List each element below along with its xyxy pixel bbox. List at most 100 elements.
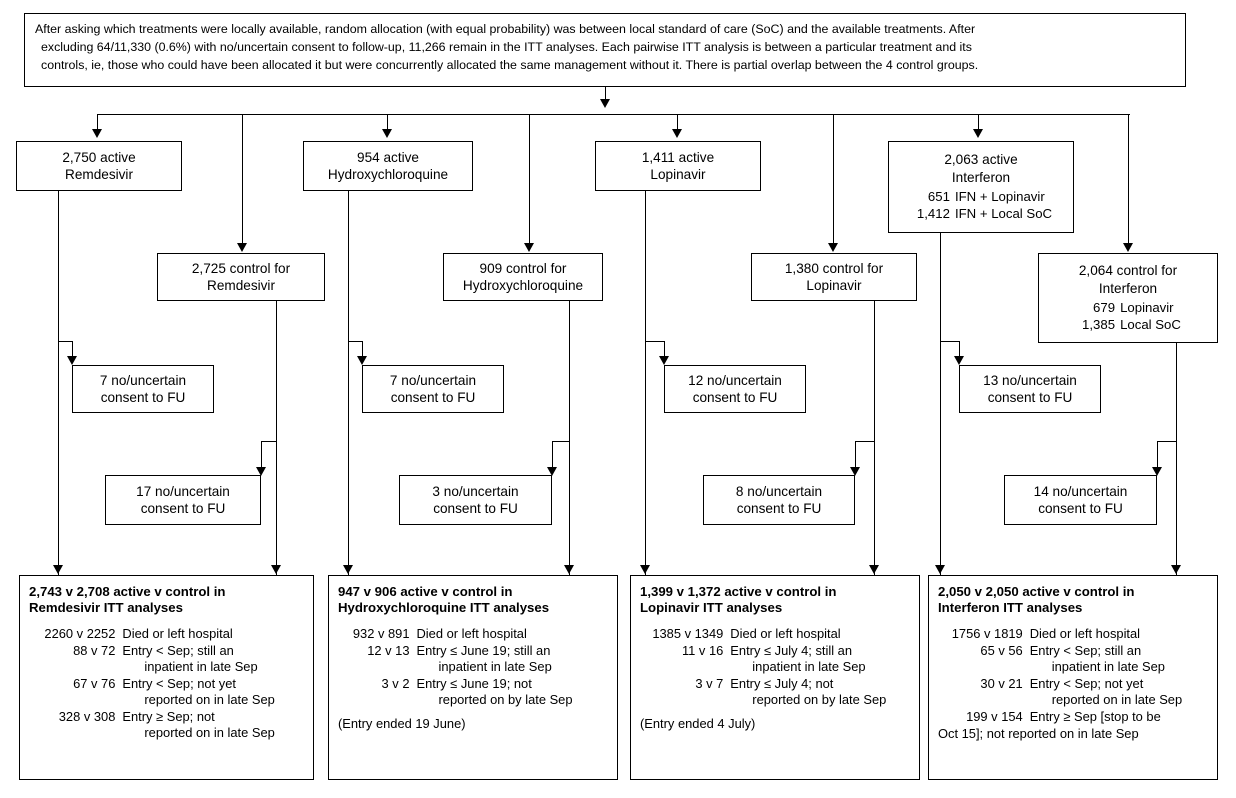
branch-arrow-control-excl-2 [547,467,557,476]
result-row-num-2-0: 1385 v 1349 [652,625,724,641]
result-row-text-0-0: Died or left hospital [122,626,305,643]
excl-active-line2-1: consent to FU [390,390,476,405]
exclusion-box-active-interferon: 13 no/uncertain consent to FU [959,365,1101,413]
active-line2-0: Remdesivir [65,167,133,182]
active-line1-2: 1,411 active [641,149,715,165]
branch-h-control-excl-1 [261,441,277,443]
active-box-remdesivir: 2,750 active Remdesivir [16,141,182,191]
control-box-remdesivir: 2,725 control for Remdesivir [157,253,325,301]
spine-arrow-control-1 [271,565,281,574]
result-title-line2-0: Remdesivir ITT analyses [29,600,183,616]
result-rows-2: 1385 v 1349 Died or left hospital 11 v 1… [640,626,911,710]
result-title-3: 2,050 v 2,050 active v control in Interf… [938,584,1209,617]
result-row-num-3-0: 1756 v 1819 [951,625,1023,641]
drop-to-active-1 [97,114,99,131]
branch-h-active-excl-4 [940,341,960,343]
result-row-main-2-0: Died or left hospital [730,625,841,641]
spine-arrow-active-2 [343,565,353,574]
result-row: 932 v 891 Died or left hospital [338,626,609,643]
result-row-num-2-2: 3 v 7 [695,676,724,692]
result-note-1: (Entry ended 19 June) [338,716,466,732]
result-row-cont-0-1: inpatient in late Sep [144,658,258,674]
result-row-main-1-2: Entry ≤ June 19; not [416,676,532,692]
active-line2-2: Lopinavir [650,167,706,182]
drop-to-control-4 [1128,114,1130,245]
drop-to-active-4 [978,114,980,131]
header-stem-line [605,87,607,103]
branch-arrow-control-excl-3 [850,467,860,476]
excl-control-line2-1: consent to FU [433,501,518,516]
excl-active-line2-2: consent to FU [692,390,778,405]
excl-active-line2-0: consent to FU [100,390,186,405]
result-row-num-1-0: 932 v 891 [352,625,410,641]
result-row: 1756 v 1819 Died or left hospital [938,626,1209,643]
control-box-hydroxychloroquine: 909 control for Hydroxychloroquine [443,253,603,301]
branch-h-control-excl-4 [1157,441,1177,443]
result-title-2: 1,399 v 1,372 active v control in Lopina… [640,584,911,617]
control-box-lopinavir: 1,380 control for Lopinavir [751,253,917,301]
branch-h-control-excl-3 [855,441,875,443]
result-row-cont-1-2: reported on by late Sep [438,692,573,708]
result-row-num-0-3: 328 v 308 [58,709,116,725]
result-row-text-2-0: Died or left hospital [730,626,911,643]
branch-v-control-excl-4 [1157,441,1159,469]
result-box-interferon: 2,050 v 2,050 active v control in Interf… [928,575,1218,780]
result-row-num-0-0: 2260 v 2252 [44,625,116,641]
drop-arrow-control-1 [237,243,247,252]
spine-control-3 [874,301,876,576]
result-title-line1-1: 947 v 906 active v control in [338,584,513,599]
result-row-cont-2-1: inpatient in late Sep [752,658,866,674]
drop-to-control-2 [529,114,531,245]
branch-arrow-active-excl-3 [659,356,669,365]
excl-control-line2-3: consent to FU [1038,501,1123,516]
result-row-main-1-1: Entry ≤ June 19; still an [416,642,551,658]
result-title-line2-3: Interferon ITT analyses [938,600,1083,616]
result-box-remdesivir: 2,743 v 2,708 active v control in Remdes… [19,575,314,780]
excl-control-line2-0: consent to FU [140,501,226,516]
control-line2-1: Hydroxychloroquine [462,278,584,293]
branch-arrow-active-excl-1 [67,356,77,365]
active-line2-1: Hydroxychloroquine [327,167,449,182]
result-box-hydroxychloroquine: 947 v 906 active v control in Hydroxychl… [328,575,618,780]
result-row-cont-0-2: reported on in late Sep [144,692,275,708]
result-row-cont-3-2: reported on in late Sep [1051,692,1183,708]
drop-arrow-active-3 [672,129,682,138]
excl-control-line1-0: 17 no/uncertain [136,483,230,499]
control-line1-3: 2,064 control for [1078,263,1178,279]
excl-active-line1-3: 13 no/uncertain [983,372,1077,388]
active-sub-label-1: IFN + Local SoC [954,206,1053,222]
header-stem-arrow [600,99,610,108]
drop-arrow-active-2 [382,129,392,138]
result-row-main-0-2: Entry < Sep; not yet [122,676,236,692]
result-row-main-0-0: Died or left hospital [122,625,233,641]
excl-control-line1-2: 8 no/uncertain [735,483,823,499]
exclusion-box-active-remdesivir: 7 no/uncertain consent to FU [72,365,214,413]
result-row: 1385 v 1349 Died or left hospital [640,626,911,643]
result-fullwidth-3: Oct 15]; not reported on in late Sep [938,726,1139,742]
branch-v-control-excl-2 [552,441,554,469]
result-row-main-1-0: Died or left hospital [416,625,527,641]
branch-arrow-control-excl-1 [256,467,266,476]
spine-active-4 [940,233,942,576]
result-row-cont-0-3: reported on in late Sep [144,725,275,741]
drop-to-active-2 [387,114,389,131]
result-row-text-1-0: Died or left hospital [417,626,610,643]
active-sub-label-0: IFN + Lopinavir [954,189,1045,205]
result-row-main-0-3: Entry ≥ Sep; not [122,709,215,725]
spine-active-2 [348,191,350,576]
result-row-main-2-2: Entry ≤ July 4; not [730,676,834,692]
